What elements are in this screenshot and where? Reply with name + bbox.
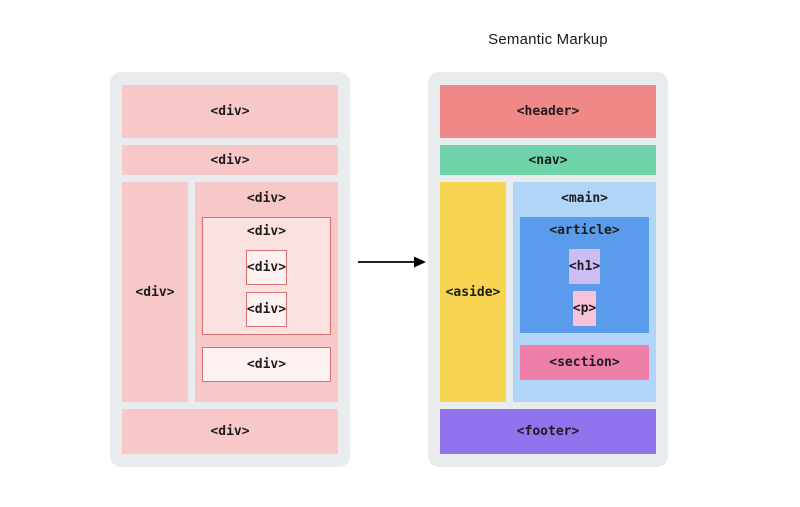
generic-section-box: <div> (202, 347, 331, 382)
generic-div-panel: <div> <div> <div> <div> <div> <div> <div… (110, 72, 350, 467)
semantic-main-label: <main> (561, 191, 608, 206)
semantic-aside-box: <aside> (440, 182, 506, 402)
semantic-section-box: <section> (520, 345, 649, 380)
page-title-text: Semantic Markup (488, 31, 608, 48)
semantic-h1-box: <h1> (568, 249, 601, 284)
semantic-nav-box: <nav> (440, 145, 656, 175)
semantic-main-box: <main> <article> <h1> <p> <section> (513, 182, 656, 402)
generic-p-box: <div> (245, 292, 288, 327)
semantic-header-box: <header> (440, 85, 656, 138)
semantic-article-box: <article> <h1> <p> (520, 217, 649, 333)
semantic-article-label: <article> (549, 223, 620, 238)
right-arrow-icon (358, 256, 426, 268)
generic-aside-box: <div> (122, 182, 188, 402)
semantic-p-box: <p> (572, 291, 597, 326)
generic-article-box: <div> <div> <div> (202, 217, 331, 335)
generic-header-box: <div> (122, 85, 338, 138)
semantic-markup-panel: <header> <nav> <aside> <main> <article> … (428, 72, 668, 467)
generic-body-row: <div> <div> <div> <div> <div> <div> (122, 182, 338, 402)
generic-main-label: <div> (246, 191, 287, 206)
generic-main-box: <div> <div> <div> <div> <div> (195, 182, 338, 402)
page-title: Semantic Markup (0, 31, 800, 48)
generic-nav-box: <div> (122, 145, 338, 175)
generic-article-label: <div> (246, 224, 287, 239)
semantic-footer-box: <footer> (440, 409, 656, 454)
generic-footer-box: <div> (122, 409, 338, 454)
generic-h1-box: <div> (245, 250, 288, 285)
semantic-body-row: <aside> <main> <article> <h1> <p> <secti… (440, 182, 656, 402)
